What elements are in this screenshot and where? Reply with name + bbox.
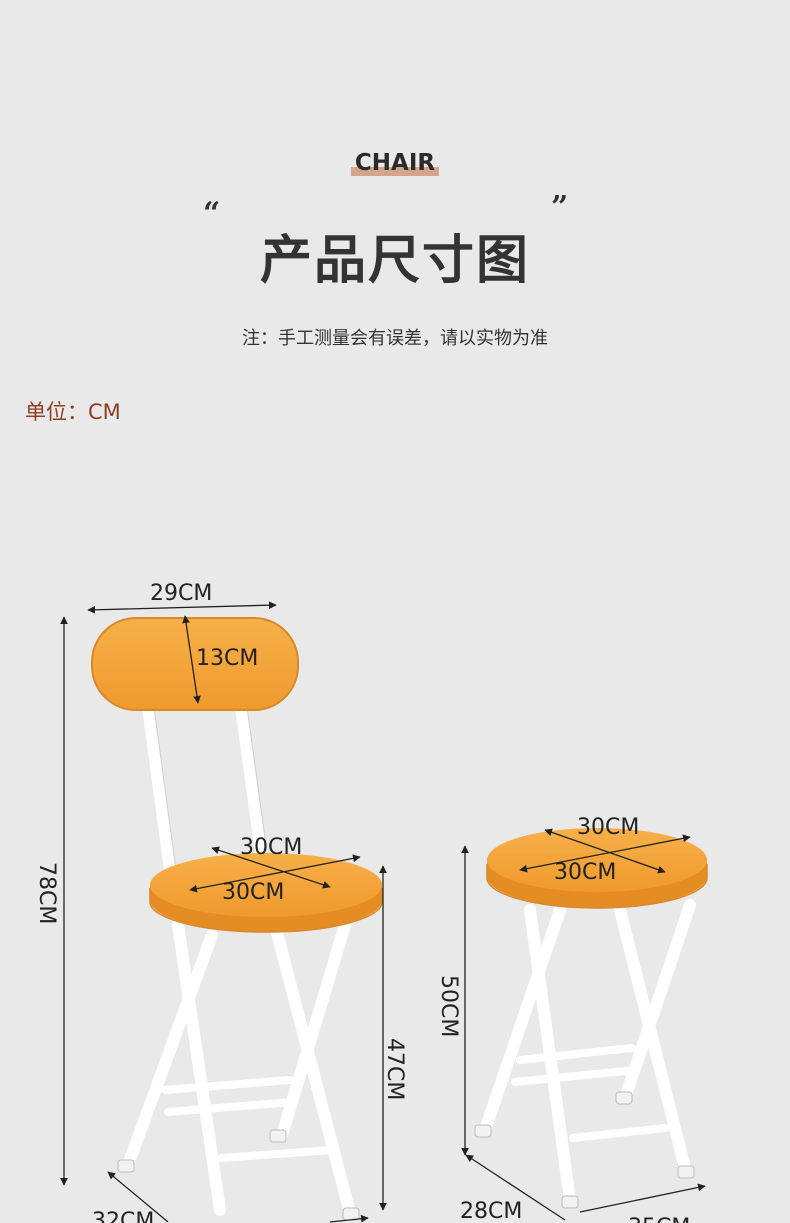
dim-backrest-width: 29CM <box>150 581 212 606</box>
dim-stool-base-depth: 28CM <box>460 1199 522 1223</box>
chair-tag: CHAIR <box>0 150 790 176</box>
stool: 30CM 30CM 50CM 28CM 35CM <box>436 815 708 1223</box>
dim-stool-base-width: 35CM <box>628 1215 690 1223</box>
dim-seat-height: 47CM <box>382 1038 407 1100</box>
unit-label: 单位：CM <box>25 400 121 424</box>
chair-with-backrest: 29CM 13CM 30CM 30CM 78CM 47CM 32CM <box>34 581 407 1223</box>
dim-total-height: 78CM <box>34 862 59 924</box>
quote-close: ” <box>551 190 569 225</box>
dim-seat-width: 30CM <box>222 880 284 905</box>
dim-stool-height: 50CM <box>436 975 461 1037</box>
dim-base-depth: 32CM <box>92 1209 154 1223</box>
backrest-cushion <box>92 618 298 710</box>
dim-stool-seat-width: 30CM <box>554 860 616 885</box>
dim-seat-depth: 30CM <box>240 835 302 860</box>
quote-open: “ <box>203 196 221 231</box>
page-title: 产品尺寸图 <box>259 231 530 291</box>
measurement-note: 注：手工测量会有误差，请以实物为准 <box>242 328 548 349</box>
dim-backrest-height: 13CM <box>196 646 258 671</box>
chair-tag-text: CHAIR <box>350 150 440 176</box>
dim-stool-seat-depth: 30CM <box>577 815 639 840</box>
